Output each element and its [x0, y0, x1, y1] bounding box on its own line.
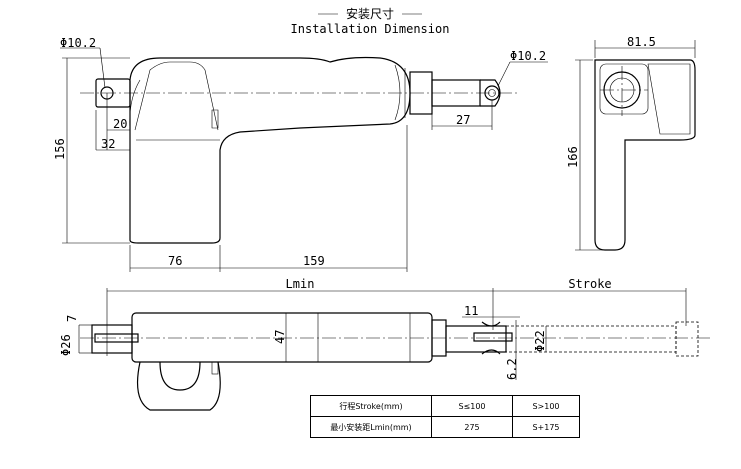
dim-7: 7 — [65, 315, 79, 322]
dim-dia26: Φ26 — [59, 334, 73, 356]
dim-11: 11 — [464, 304, 478, 318]
dim-27: 27 — [456, 113, 470, 127]
table-cell: 最小安装距Lmin(mm) — [310, 416, 432, 438]
table-cell: S≤100 — [431, 395, 513, 417]
dim-76: 76 — [168, 254, 182, 268]
top-view: 20 32 Φ10.2 156 76 159 27 Φ10.2 — [53, 36, 548, 272]
table-cell: S+175 — [512, 416, 580, 438]
spec-table: 行程Stroke(mm) S≤100 S>100 最小安装距Lmin(mm) 2… — [310, 395, 580, 438]
table-cell: S>100 — [512, 395, 580, 417]
dim-166: 166 — [566, 146, 580, 168]
table-cell: 275 — [431, 416, 513, 438]
dim-lmin: Lmin — [286, 277, 315, 291]
table-row: 最小安装距Lmin(mm) 275 S+175 — [310, 416, 580, 438]
title-zh: 安装尺寸 — [346, 6, 394, 21]
dim-32: 32 — [101, 137, 115, 151]
dim-rear-hole: Φ10.2 — [60, 36, 96, 50]
dim-81-5: 81.5 — [627, 35, 656, 49]
dim-dia22: Φ22 — [533, 330, 547, 352]
dim-47: 47 — [273, 330, 287, 344]
dim-156: 156 — [53, 138, 67, 160]
dim-6-2: 6.2 — [505, 358, 519, 380]
table-cell: 行程Stroke(mm) — [310, 395, 432, 417]
dim-front-hole: Φ10.2 — [510, 49, 546, 63]
dim-20: 20 — [113, 117, 127, 131]
table-row: 行程Stroke(mm) S≤100 S>100 — [310, 395, 580, 417]
side-view: 81.5 166 — [566, 35, 696, 251]
dim-159: 159 — [303, 254, 325, 268]
dim-stroke: Stroke — [568, 277, 611, 291]
title-en: Installation Dimension — [291, 22, 450, 36]
bottom-view: Lmin Stroke Φ26 7 47 11 6.2 Φ22 — [59, 277, 710, 411]
